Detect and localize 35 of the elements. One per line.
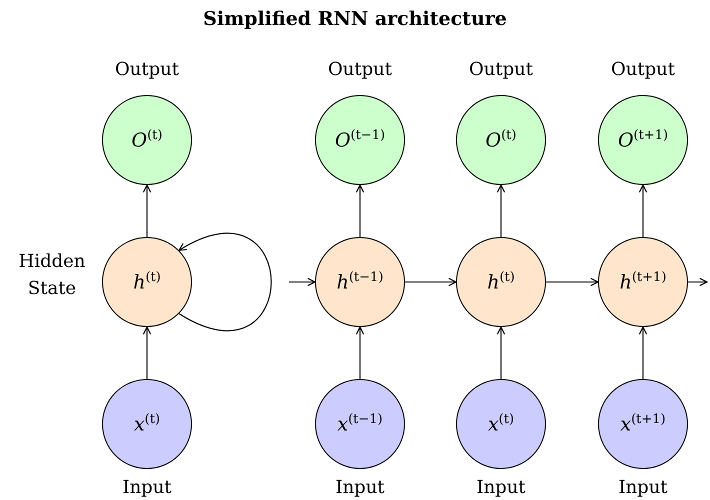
node-caption: Hidden State — [18, 251, 86, 299]
self-loop-arrow — [178, 232, 272, 332]
node-caption: Output — [328, 59, 392, 80]
diagram-title: Simplified RNN architecture — [202, 8, 508, 30]
arrow — [688, 278, 708, 286]
math-label: O$^{(t)}$ — [132, 128, 162, 152]
arrow — [638, 184, 648, 237]
node-caption: Output — [469, 59, 533, 80]
node-caption: Input — [122, 477, 172, 498]
node-caption: Input — [618, 477, 668, 498]
node-caption: Output — [611, 59, 675, 80]
arrow — [638, 326, 648, 379]
math-label: x$^{(t)}$ — [134, 412, 160, 436]
node-caption: Input — [335, 477, 385, 498]
arrow — [289, 278, 316, 286]
math-label: O$^{(t−1)}$ — [334, 128, 386, 152]
arrow — [405, 278, 457, 286]
math-label: h$^{(t)}$ — [487, 270, 515, 294]
math-label: O$^{(t)}$ — [486, 128, 516, 152]
node-caption: Input — [476, 477, 526, 498]
math-label: h$^{(t−1)}$ — [336, 270, 384, 294]
arrow — [496, 326, 506, 379]
math-label: x$^{(t+1)}$ — [620, 412, 666, 436]
math-label: O$^{(t+1)}$ — [618, 128, 668, 152]
math-label: x$^{(t−1)}$ — [337, 412, 383, 436]
node-caption: Output — [115, 59, 179, 80]
math-label: h$^{(t)}$ — [133, 270, 161, 294]
arrow — [546, 278, 599, 286]
math-label: x$^{(t)}$ — [488, 412, 514, 436]
arrow — [496, 184, 506, 237]
arrow — [356, 326, 364, 379]
arrow — [142, 184, 152, 237]
arrow — [142, 326, 152, 379]
arrow — [356, 184, 364, 237]
math-label: h$^{(t+1)}$ — [620, 270, 666, 294]
